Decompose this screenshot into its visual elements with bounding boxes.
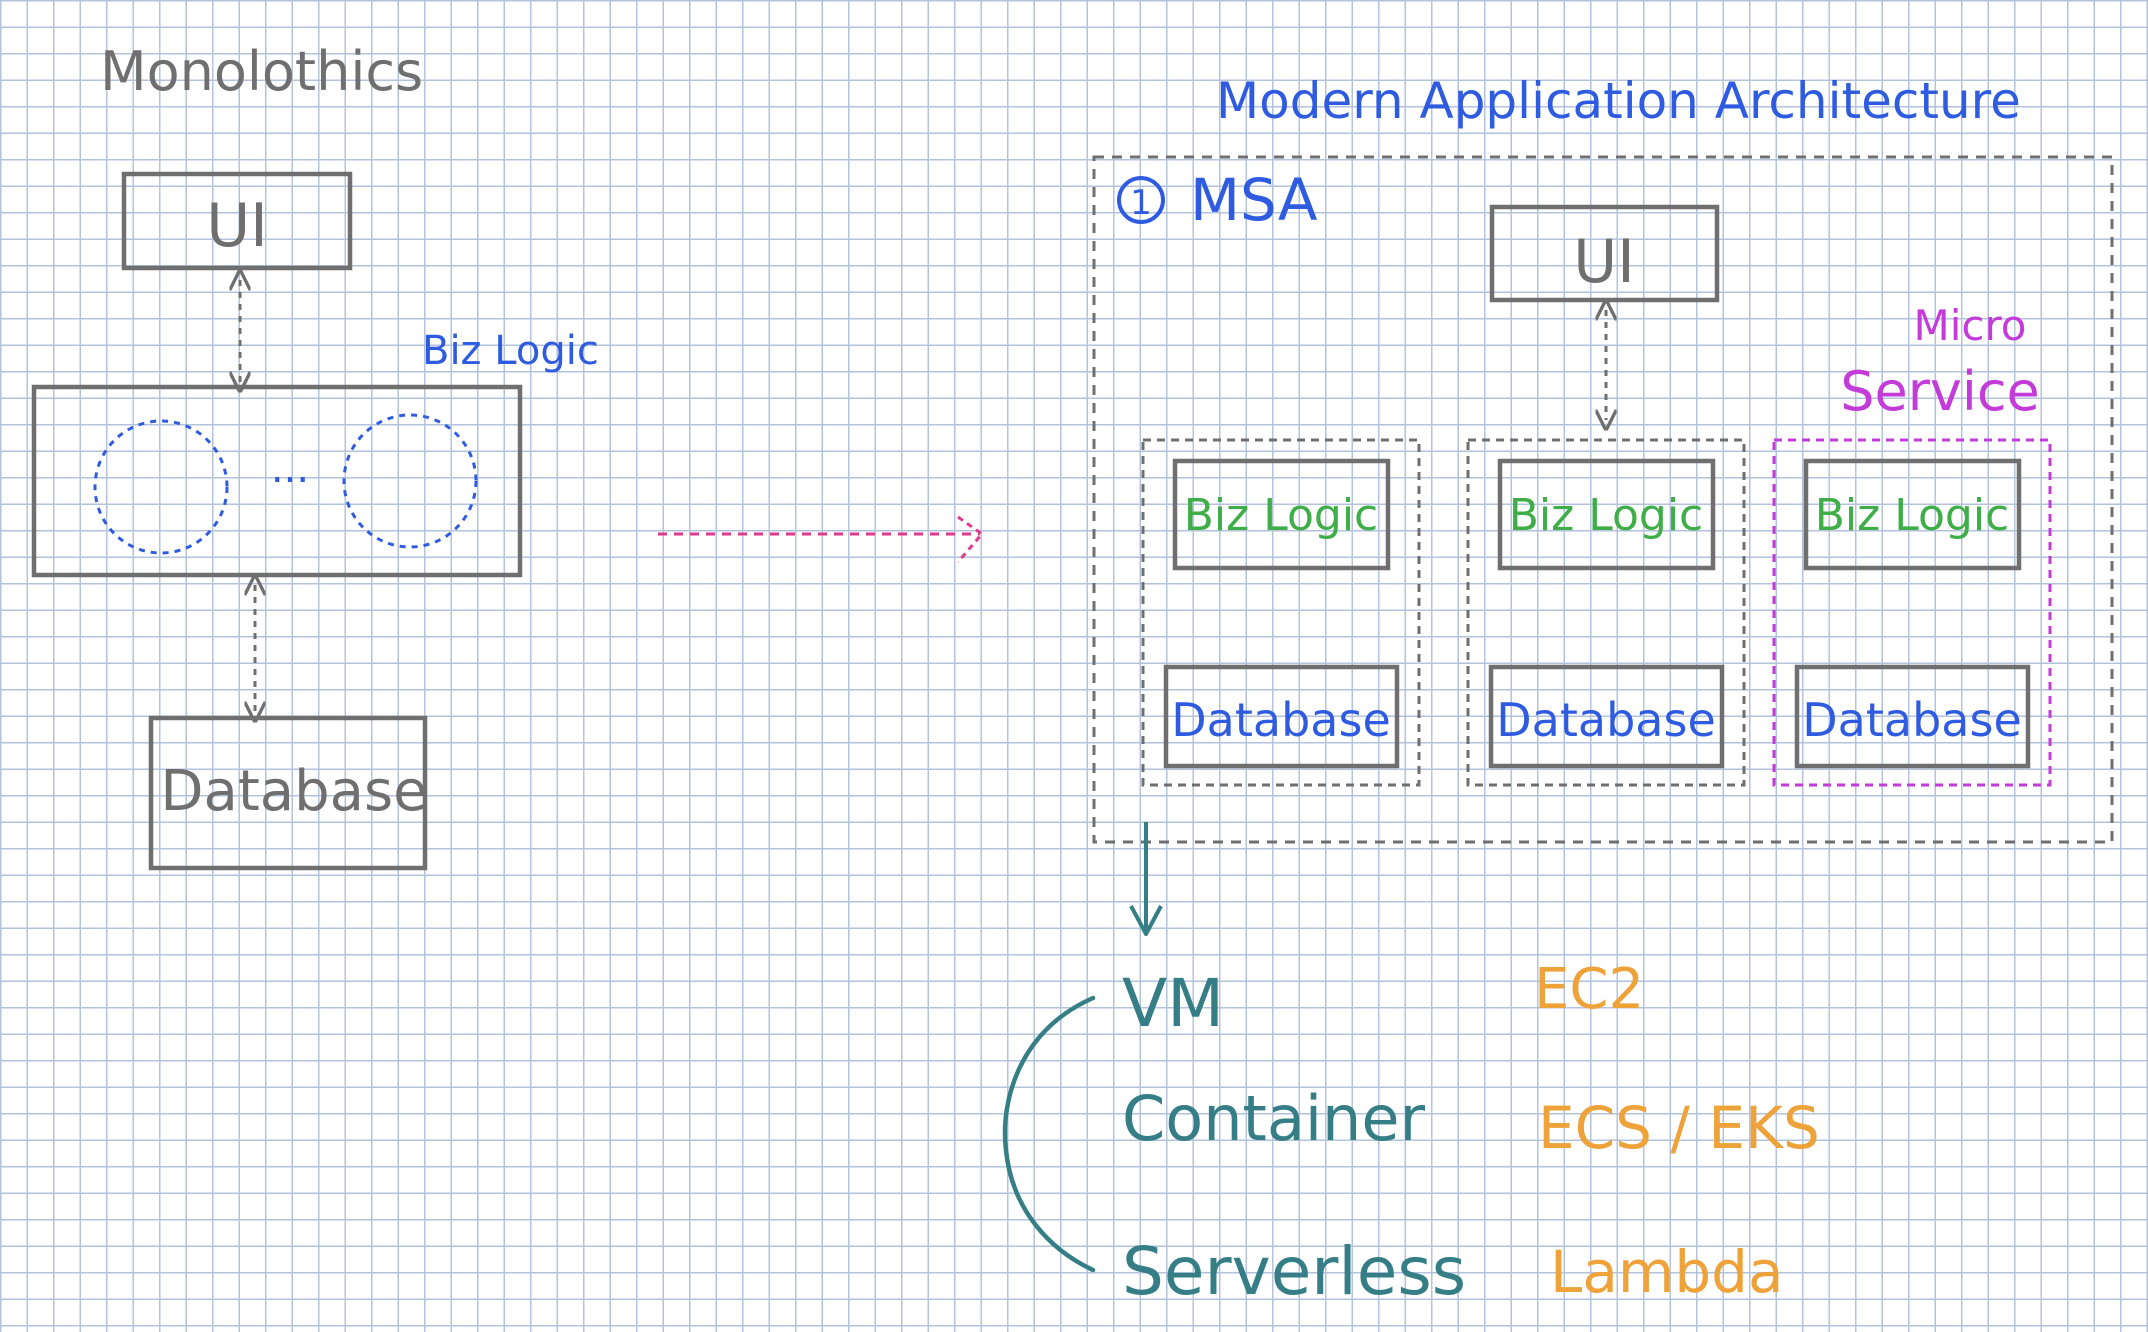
service-biz-box [1497, 458, 1716, 571]
service-db-label: Database [1496, 693, 1716, 747]
monolithic-title: Monolothics [100, 40, 423, 103]
mono-ui-box [121, 171, 353, 271]
mono-module-circle [342, 413, 478, 549]
service-db-label: Database [1802, 693, 2022, 747]
compute-type-serverless: Serverless [1122, 1233, 1466, 1310]
micro-service-label-line2: Service [1840, 360, 2040, 423]
service-biz-label: Biz Logic [1815, 490, 2010, 541]
msa-container [1092, 155, 2114, 844]
mono-db-label: Database [160, 759, 427, 824]
compute-bracket [1002, 995, 1096, 1273]
mono-module-circle [93, 419, 229, 555]
service-db-box [1163, 664, 1400, 769]
modern-section: Modern Application Architecture 1 MSA UI… [1092, 72, 2114, 844]
modern-title: Modern Application Architecture [1216, 72, 2021, 130]
compute-type-container: Container [1122, 1082, 1425, 1155]
service-biz-box [1172, 458, 1391, 571]
mono-biz-box [31, 384, 523, 578]
transition-arrow [658, 515, 985, 563]
service-group: Biz Logic Database [1466, 438, 1746, 787]
service-db-box [1794, 664, 2031, 769]
micro-service-container [1772, 438, 2052, 787]
msa-number-circle [1117, 176, 1165, 224]
aws-service-lambda: Lambda [1550, 1238, 1784, 1306]
service-db-box [1488, 664, 1725, 769]
msa-label: MSA [1190, 166, 1318, 234]
service-db-label: Database [1171, 693, 1391, 747]
service-group: Biz Logic Database [1141, 438, 1421, 787]
aws-service-ec2: EC2 [1534, 957, 1644, 1022]
service-biz-label: Biz Logic [1509, 490, 1704, 541]
mono-ellipsis: ... [271, 446, 309, 492]
aws-service-ecs-eks: ECS / EKS [1538, 1094, 1820, 1162]
compute-type-vm: VM [1122, 965, 1224, 1042]
service-biz-label: Biz Logic [1184, 490, 1379, 541]
service-container [1466, 438, 1746, 787]
service-group: Biz Logic Database [1772, 438, 2052, 787]
mono-db-box [148, 715, 428, 871]
compute-section: VM Container Serverless EC2 ECS / EKS La… [1002, 822, 1820, 1310]
mono-biz-logic-label: Biz Logic [422, 328, 599, 374]
micro-service-label-line1: Micro [1913, 301, 2026, 350]
monolithic-section: Monolothics UI Biz Logic ... Database [31, 40, 599, 871]
service-container [1141, 438, 1421, 787]
msa-ui-label: UI [1573, 227, 1635, 297]
service-biz-box [1803, 458, 2022, 571]
mono-ui-label: UI [206, 191, 268, 261]
msa-number: 1 [1130, 183, 1152, 223]
